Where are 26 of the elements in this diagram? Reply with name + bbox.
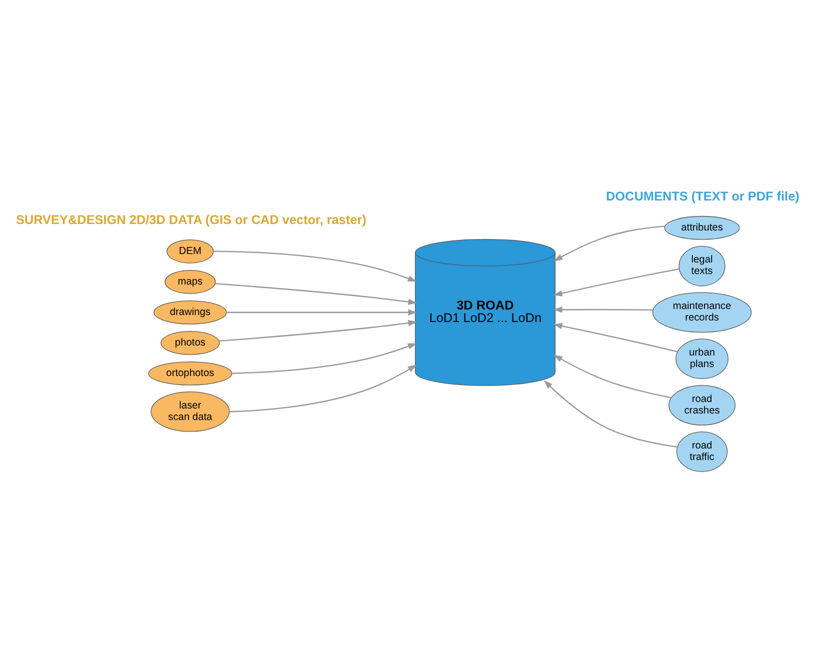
arrow bbox=[554, 354, 672, 398]
arrow bbox=[553, 268, 680, 296]
arrow bbox=[218, 319, 418, 342]
arrow bbox=[214, 250, 417, 282]
arrow bbox=[226, 308, 418, 316]
node-ellipse: maps bbox=[164, 269, 216, 294]
node-ellipse: urban plans bbox=[676, 338, 728, 379]
node-ellipse: laser scan data bbox=[150, 390, 230, 432]
node-ellipse: attributes bbox=[664, 215, 740, 240]
arrow bbox=[544, 380, 678, 448]
label: DOCUMENTS (TEXT or PDF file) bbox=[606, 188, 800, 204]
arrow bbox=[554, 225, 666, 261]
node-ellipse: road crashes bbox=[668, 384, 736, 425]
label: SURVEY&DESIGN 2D/3D DATA (GIS or CAD vector, raster) bbox=[16, 212, 366, 227]
arrow bbox=[229, 364, 417, 412]
node-ellipse: DEM bbox=[166, 238, 214, 263]
arrow bbox=[553, 306, 653, 312]
node-ellipse: drawings bbox=[154, 300, 227, 324]
arrow bbox=[553, 322, 678, 352]
node-ellipse: photos bbox=[160, 330, 220, 354]
arrow bbox=[232, 342, 417, 374]
node-ellipse: legal texts bbox=[678, 245, 726, 286]
node-ellipse: ortophotos bbox=[148, 361, 232, 385]
node-ellipse: maintenance records bbox=[652, 292, 752, 332]
arrow bbox=[215, 282, 418, 304]
node-ellipse: road traffic bbox=[676, 431, 728, 472]
